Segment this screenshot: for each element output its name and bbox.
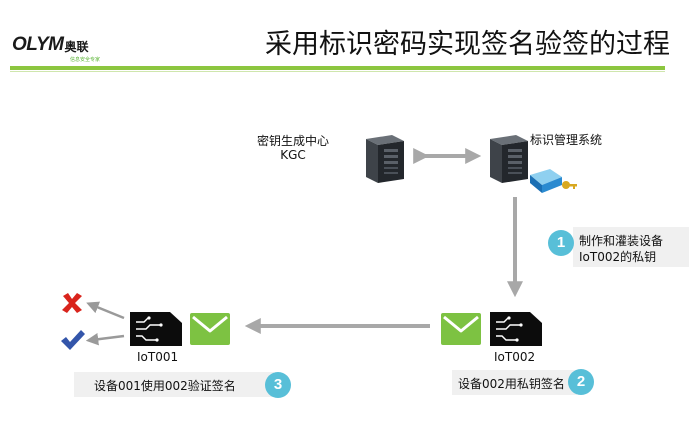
server-icon (366, 135, 404, 183)
step-2-description: 设备002用私钥签名 (452, 370, 577, 395)
page-title: 采用标识密码实现签名验签的过程 (265, 29, 670, 60)
company-logo: OLYM 奥联 信息安全专家 (12, 34, 100, 63)
message-envelope-icon (441, 313, 481, 345)
iot-device-icon (130, 312, 182, 346)
step-2-text: 设备002用私钥签名 (458, 377, 565, 391)
success-result-arrow (85, 333, 125, 346)
ims-label: 标识管理系统 (530, 133, 603, 147)
step-3-description: 设备001使用002验证签名 (74, 372, 274, 397)
cross-mark-icon (62, 293, 82, 313)
kgc-label-name: 密钥生成中心 (257, 134, 330, 148)
step-2-badge: 2 (568, 369, 594, 395)
step-1-description: 制作和灌装设备 IoT002的私钥 (573, 227, 689, 267)
key-card-icon (530, 169, 577, 193)
step-1-line-1: 制作和灌装设备 (579, 234, 664, 248)
iot002-label: IoT002 (494, 350, 536, 364)
kgc-label: 密钥生成中心 KGC (257, 134, 329, 162)
step-3-text: 设备001使用002验证签名 (94, 379, 236, 393)
logo-tagline: 信息安全专家 (70, 57, 101, 63)
kgc-label-abbr: KGC (280, 148, 306, 162)
step-3-badge: 3 (265, 372, 291, 398)
iot-device-icon (490, 312, 542, 346)
title-divider (10, 66, 665, 70)
server-icon (490, 135, 528, 183)
check-mark-icon (61, 330, 85, 350)
message-envelope-icon (190, 313, 230, 345)
fail-result-arrow (86, 301, 125, 320)
iot001-label: IoT001 (137, 350, 179, 364)
title-divider-shadow (10, 71, 665, 72)
logo-wordmark: OLYM (12, 34, 64, 55)
step-1-line-2: IoT002的私钥 (579, 250, 657, 264)
step-1-badge: 1 (548, 230, 574, 256)
logo-chinese-name: 奥联 (64, 40, 89, 54)
